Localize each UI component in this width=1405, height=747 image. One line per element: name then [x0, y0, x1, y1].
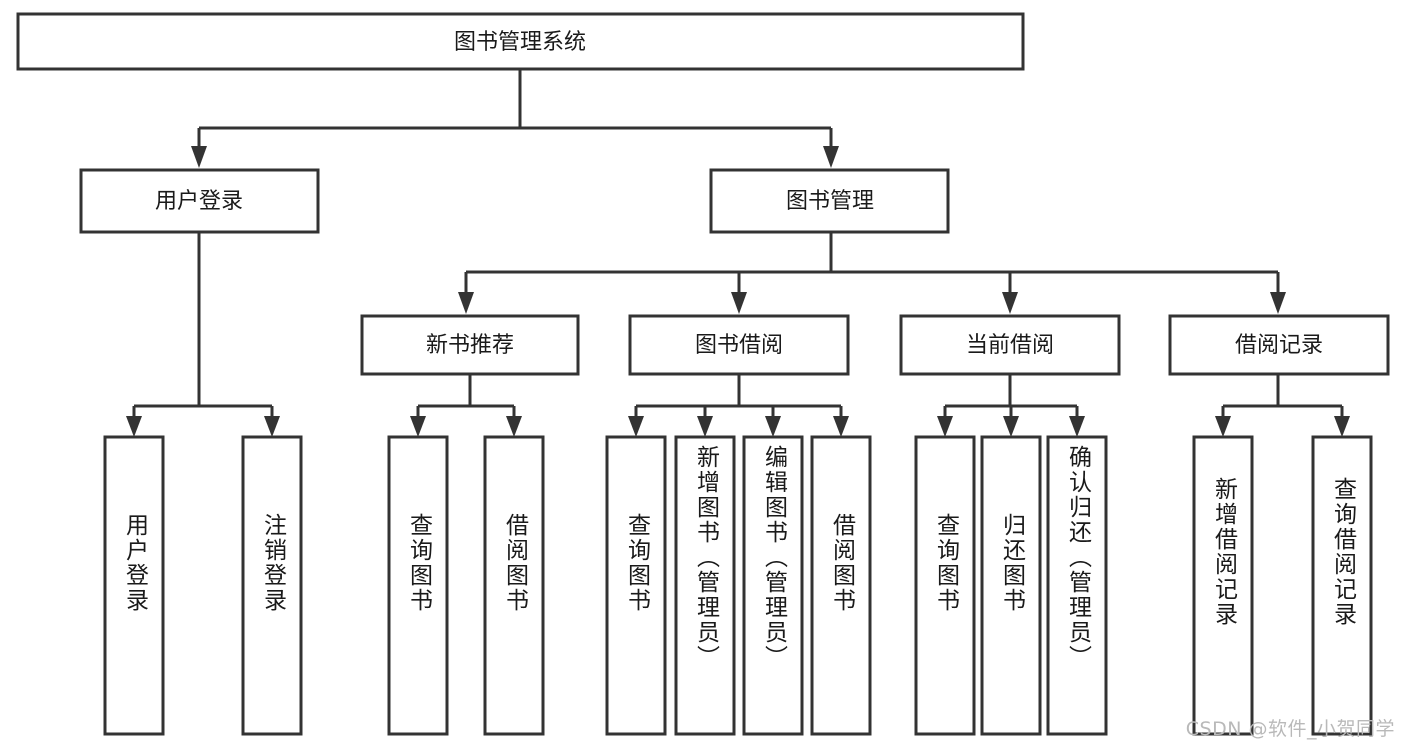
leaf-box-3[interactable]	[483, 435, 545, 736]
leaf-box-6[interactable]	[742, 435, 804, 736]
node-root-box	[16, 12, 1025, 71]
leaf-box-2[interactable]	[387, 435, 449, 736]
node-current-borrow-label: 当前借阅	[966, 333, 1054, 358]
connector-bookmgmt-to-level3	[458, 232, 1286, 314]
leaf-box-11[interactable]	[1192, 435, 1254, 736]
node-current-borrow[interactable]: 当前借阅	[899, 314, 1121, 376]
node-root-system[interactable]: 图书管理系统	[16, 12, 1025, 71]
node-book-borrow[interactable]: 图书借阅	[628, 314, 850, 376]
leaf-box-7[interactable]	[810, 435, 872, 736]
arrow-to-new-books	[458, 292, 474, 314]
node-book-management[interactable]: 图书管理	[709, 168, 950, 234]
node-borrow-record-label: 借阅记录	[1235, 333, 1323, 358]
arrow-to-leaf-9	[1003, 416, 1019, 437]
node-new-book-recommend-box	[360, 314, 580, 376]
arrow-to-leaf-8	[937, 416, 953, 437]
leaf-box-9[interactable]	[980, 435, 1042, 736]
node-new-book-recommend-label: 新书推荐	[426, 333, 514, 358]
arrow-to-borrow-record	[1270, 292, 1286, 314]
node-user-login[interactable]: 用户登录	[79, 168, 320, 234]
leaf-box-0[interactable]	[103, 435, 165, 736]
leaf-box-12[interactable]	[1311, 435, 1373, 736]
arrow-to-leaf-7	[833, 416, 849, 437]
arrow-to-leaf-0	[126, 416, 142, 437]
arrow-to-leaf-5	[697, 416, 713, 437]
connector-newbooks-to-leaves	[410, 374, 522, 437]
arrow-to-leaf-2	[410, 416, 426, 437]
node-current-borrow-box	[899, 314, 1121, 376]
leaf-box-10[interactable]	[1046, 435, 1108, 736]
arrow-to-book-mgmt	[823, 146, 839, 168]
arrow-to-book-borrow	[731, 292, 747, 314]
node-user-login-box	[79, 168, 320, 234]
node-book-management-box	[709, 168, 950, 234]
node-borrow-record[interactable]: 借阅记录	[1168, 314, 1390, 376]
arrow-to-leaf-4	[628, 416, 644, 437]
leaf-box-5[interactable]	[674, 435, 736, 736]
node-book-borrow-box	[628, 314, 850, 376]
node-user-login-label: 用户登录	[155, 189, 243, 214]
leaf-box-8[interactable]	[914, 435, 976, 736]
arrow-to-user-login	[191, 146, 207, 168]
arrow-to-leaf-12	[1334, 416, 1350, 437]
connector-root-to-level2	[191, 69, 839, 168]
arrow-to-leaf-3	[506, 416, 522, 437]
connector-bookborrow-to-leaves	[628, 374, 849, 437]
leaf-node-boxes	[103, 435, 1373, 736]
arrow-to-leaf-10	[1069, 416, 1085, 437]
csdn-watermark: CSDN @软件_小贺同学	[1185, 718, 1395, 740]
leaf-box-1[interactable]	[241, 435, 303, 736]
arrow-to-current-borrow	[1002, 292, 1018, 314]
connector-borrowrecord-to-leaves	[1215, 374, 1350, 437]
node-book-management-label: 图书管理	[786, 189, 874, 214]
arrow-to-leaf-1	[264, 416, 280, 437]
leaf-box-4[interactable]	[605, 435, 667, 736]
node-root-label: 图书管理系统	[454, 30, 586, 55]
connector-userlogin-to-leaves	[126, 232, 280, 437]
arrow-to-leaf-11	[1215, 416, 1231, 437]
connector-currentborrow-to-leaves	[937, 374, 1085, 437]
node-book-borrow-label: 图书借阅	[695, 333, 783, 358]
node-new-book-recommend[interactable]: 新书推荐	[360, 314, 580, 376]
node-borrow-record-box	[1168, 314, 1390, 376]
arrow-to-leaf-6	[765, 416, 781, 437]
